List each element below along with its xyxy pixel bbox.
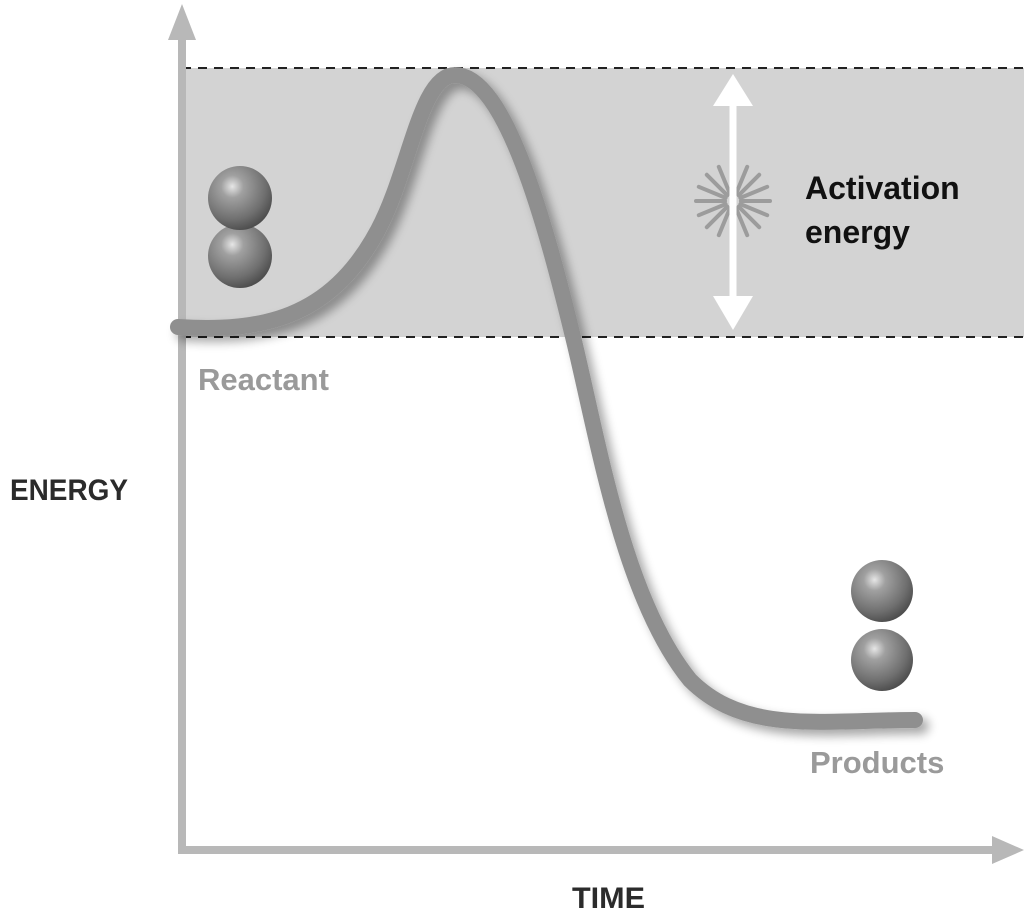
energy-burst-icon [694,162,772,240]
burst-ray [704,204,730,230]
burst-ray [696,184,728,200]
energy-curve [170,66,923,730]
y-axis-arrowhead [168,4,196,40]
activation-energy-arrow [713,74,753,330]
burst-ray [716,206,732,238]
burst-ray [696,202,728,218]
burst-ray [734,206,750,238]
x-axis-arrowhead [992,836,1024,864]
x-axis [178,836,1024,864]
burst-ray [736,172,762,198]
y-axis-title: ENERGY [10,474,128,507]
burst-ray [734,164,750,196]
activation-energy-label-line1: Activation [805,170,960,206]
burst-ray [716,164,732,196]
products-label: Products [810,745,944,780]
y-axis [168,4,196,850]
product-atoms-icon [851,560,913,691]
arrow-head-down [713,296,753,330]
x-axis-title: TIME [572,882,645,912]
activation-energy-label-line2: energy [805,214,910,250]
reactant-label: Reactant [198,362,329,397]
burst-ray [738,202,770,218]
reactant-molecule-icon [208,166,272,288]
arrow-head-up [713,74,753,106]
burst-ray [738,184,770,200]
burst-ray [736,204,762,230]
burst-ray [704,172,730,198]
